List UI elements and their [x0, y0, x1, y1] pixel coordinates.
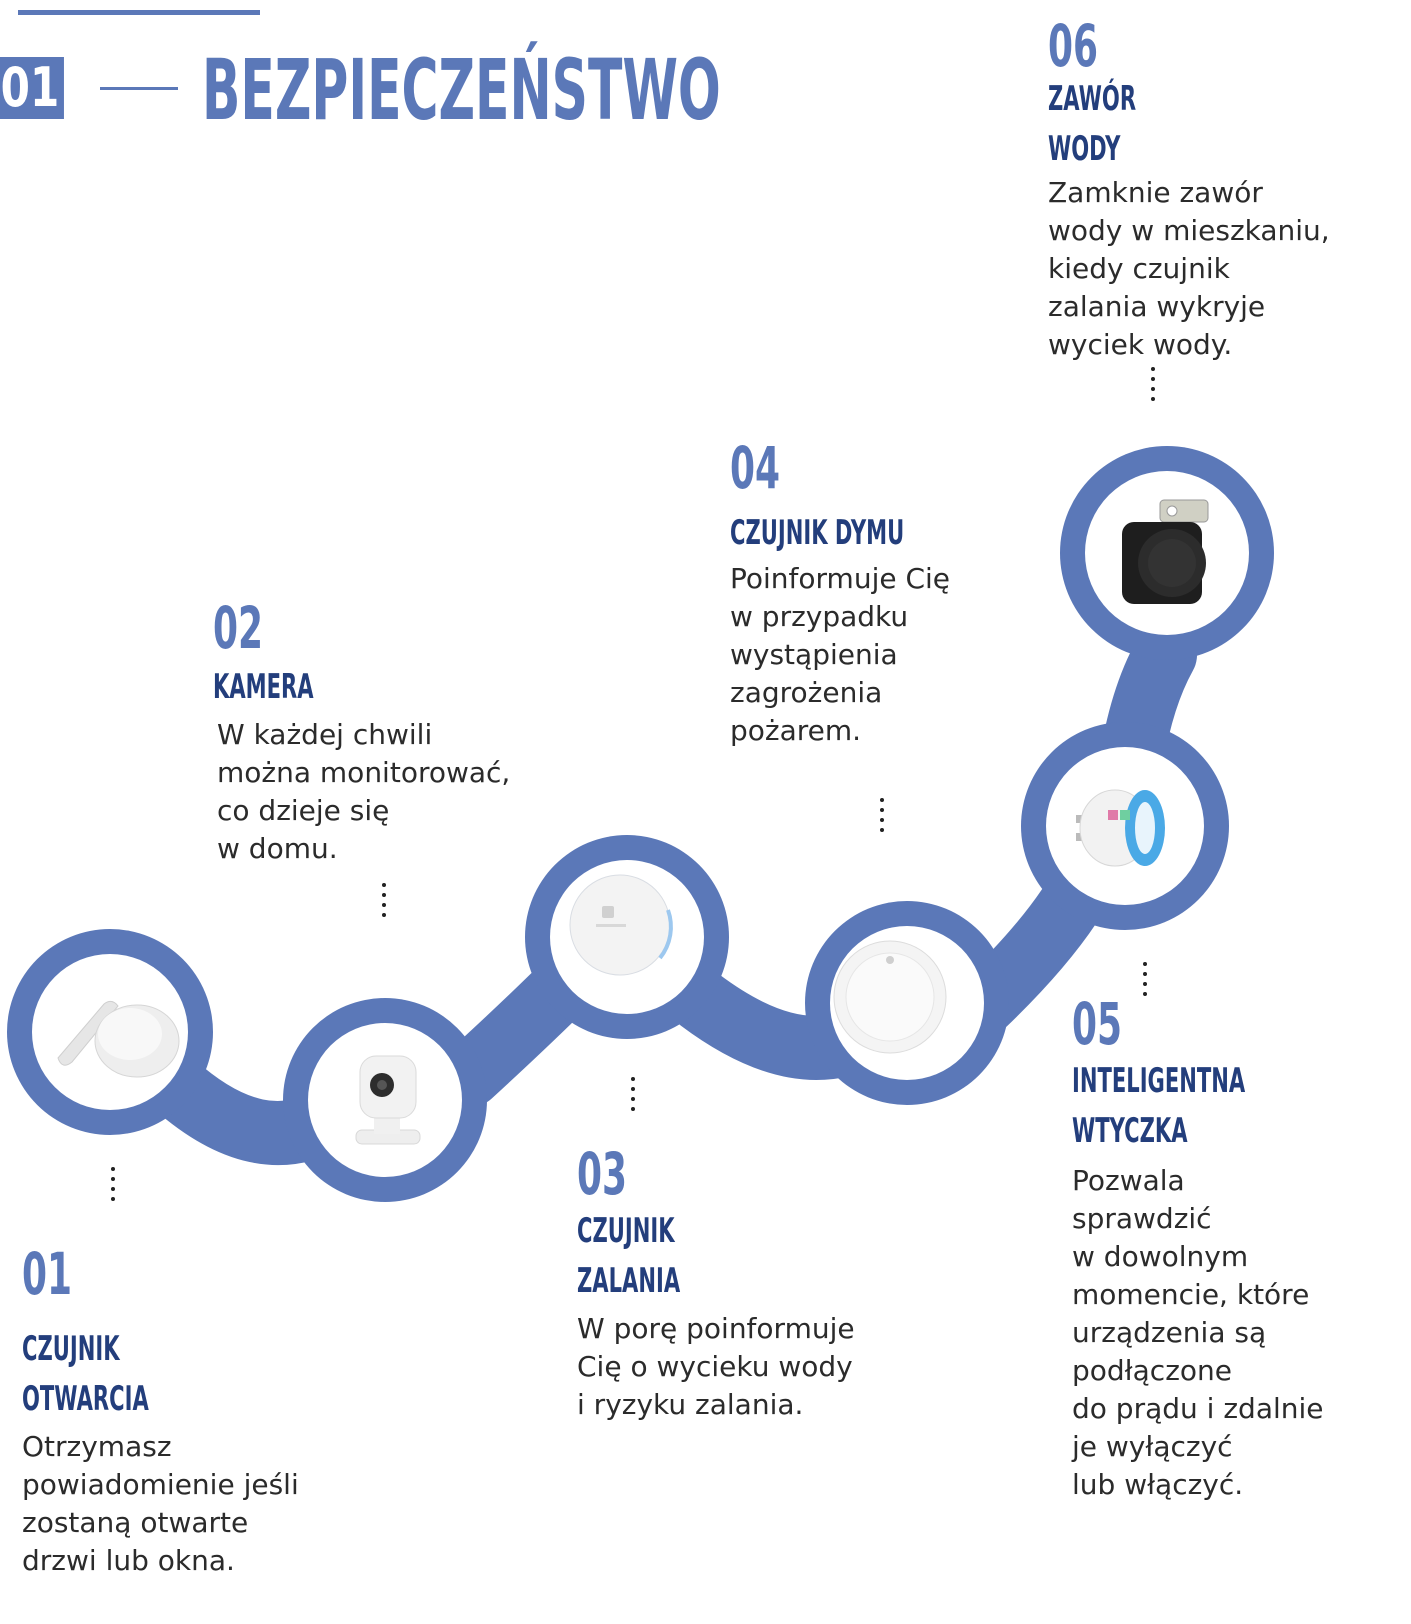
feature-description: Zamknie zawór wody w mieszkaniu, kiedy c… [1048, 176, 1330, 361]
feature-name: CZUJNIK DYMU [730, 513, 905, 553]
section-divider [100, 87, 178, 90]
feature-description: W porę poinformuje Cię o wycieku wody i … [577, 1312, 855, 1421]
feature-camera: 02 KAMERA W każdej chwili można monitoro… [213, 596, 637, 868]
feature-description: W każdej chwili można monitorować, co dz… [217, 718, 511, 865]
section-title: BEZPIECZEŃSTWO [202, 41, 721, 139]
section-number-badge: 01 [0, 57, 64, 119]
feature-number: 01 [22, 1240, 73, 1308]
feature-water-valve: 06 ZAWÓR WODY Zamknie zawór wody w miesz… [1048, 14, 1403, 364]
feature-door-sensor: 01 CZUJNIK OTWARCIA Otrzymasz powiadomie… [22, 1242, 442, 1580]
camera-icon [355, 1055, 421, 1145]
dotted-leader-5 [1143, 962, 1147, 1002]
water-valve-icon [1122, 499, 1209, 604]
feature-number: 04 [730, 434, 781, 502]
feature-number: 02 [213, 594, 264, 662]
feature-smart-plug: 05 INTELIGENTNA WTYCZKA Pozwala sprawdzi… [1072, 992, 1402, 1504]
feature-number: 06 [1048, 12, 1099, 80]
feature-name: KAMERA [213, 667, 314, 707]
feature-description: Pozwala sprawdzić w dowolnym momencie, k… [1072, 1164, 1324, 1501]
feature-flood-sensor: 03 CZUJNIK ZALANIA W porę poinformuje Ci… [577, 1142, 997, 1424]
dotted-leader-1 [111, 1167, 115, 1207]
feature-smoke-detector: 04 CZUJNIK DYMU Poinformuje Cię w przypa… [730, 436, 1030, 750]
top-accent-line [18, 10, 260, 15]
feature-number: 05 [1072, 990, 1123, 1058]
feature-description: Poinformuje Cię w przypadku wystąpienia … [730, 562, 951, 747]
feature-name: CZUJNIK ZALANIA [577, 1211, 681, 1301]
feature-description: Otrzymasz powiadomienie jeśli zostaną ot… [22, 1430, 299, 1577]
feature-number: 03 [577, 1140, 628, 1208]
smart-plug-icon [1076, 789, 1165, 867]
feature-name: ZAWÓR WODY [1048, 79, 1137, 169]
dotted-leader-4 [880, 798, 884, 838]
dotted-leader-2 [382, 883, 386, 923]
smoke-detector-icon [833, 940, 947, 1054]
door-sensor-icon [57, 1000, 180, 1078]
feature-name: CZUJNIK OTWARCIA [22, 1329, 149, 1419]
feature-name: INTELIGENTNA WTYCZKA [1072, 1061, 1246, 1151]
dotted-leader-3 [631, 1077, 635, 1117]
flood-sensor-icon [569, 874, 673, 976]
dotted-leader-6 [1151, 367, 1155, 407]
